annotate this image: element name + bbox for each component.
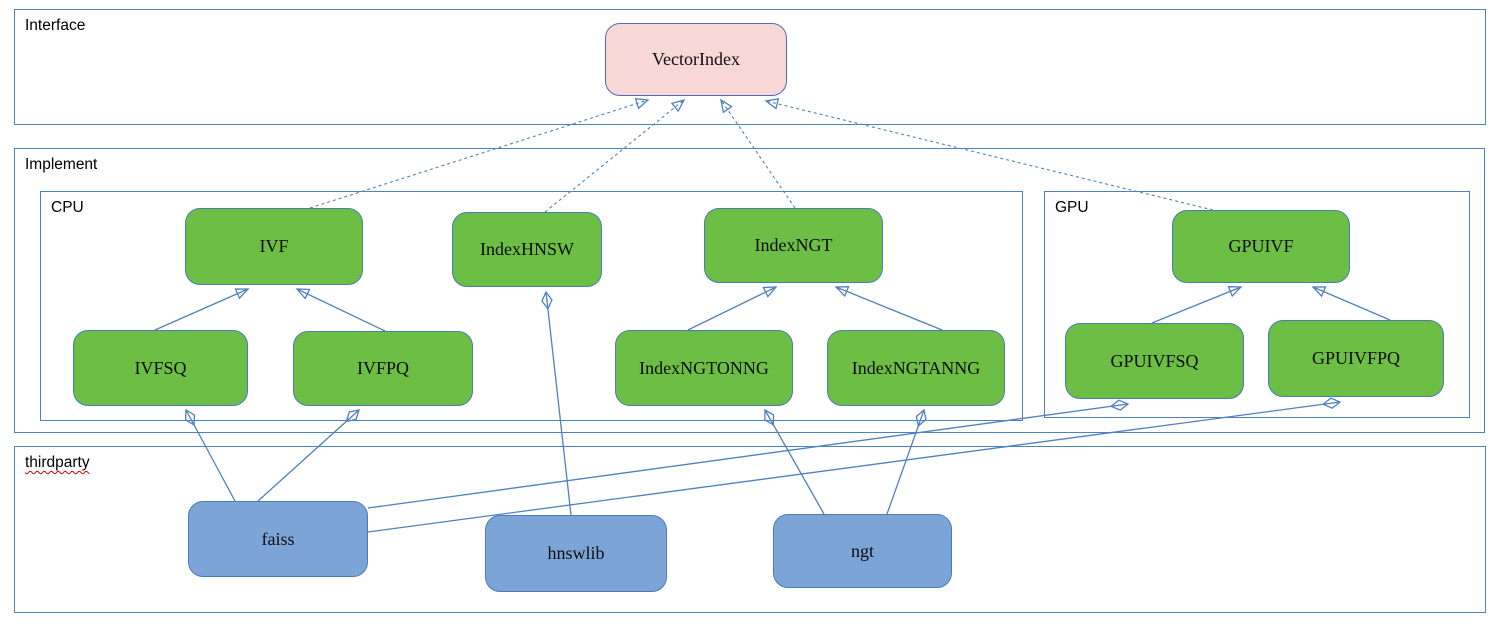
node-ivf-label: IVF <box>259 236 289 256</box>
node-ivfpq: IVFPQ <box>293 331 473 406</box>
node-ivfsq: IVFSQ <box>73 330 248 406</box>
node-indexngt: IndexNGT <box>704 208 883 283</box>
node-vectorindex: VectorIndex <box>605 23 787 96</box>
node-ngt: ngt <box>773 514 952 588</box>
node-indexhnsw-label: IndexHNSW <box>480 239 574 259</box>
node-hnswlib-label: hnswlib <box>547 543 605 563</box>
node-gpuivfpq-label: GPUIVFPQ <box>1311 348 1401 368</box>
node-indexngtonng-label: IndexNGTONNG <box>639 357 769 378</box>
node-hnswlib: hnswlib <box>485 515 667 592</box>
node-ivfpq-label: IVFPQ <box>356 358 409 378</box>
interface-container-label: Interface <box>25 17 86 34</box>
node-faiss: faiss <box>188 501 368 577</box>
node-indexngtanng-label: IndexNGTANNG <box>851 357 981 378</box>
node-gpuivfsq-label: GPUIVFSQ <box>1110 350 1199 371</box>
node-indexngtonng: IndexNGTONNG <box>615 330 793 406</box>
node-faiss-label: faiss <box>261 528 295 549</box>
node-ivf: IVF <box>185 208 363 285</box>
thirdparty-container-label: thirdparty <box>25 454 90 471</box>
node-indexhnsw: IndexHNSW <box>452 212 602 287</box>
node-vectorindex-label: VectorIndex <box>652 49 740 69</box>
implement-container-label: Implement <box>25 156 98 173</box>
node-indexngtanng: IndexNGTANNG <box>827 330 1005 406</box>
node-indexngt-label: IndexNGT <box>754 235 833 255</box>
node-ngt-label: ngt <box>850 540 874 561</box>
node-gpuivf: GPUIVF <box>1172 210 1350 283</box>
gpu-container-label: GPU <box>1055 199 1089 216</box>
node-ivfsq-label: IVFSQ <box>134 357 187 378</box>
node-gpuivfpq: GPUIVFPQ <box>1268 320 1444 397</box>
cpu-container-label: CPU <box>51 199 84 216</box>
node-gpuivf-label: GPUIVF <box>1228 236 1294 256</box>
node-gpuivfsq: GPUIVFSQ <box>1065 323 1244 399</box>
